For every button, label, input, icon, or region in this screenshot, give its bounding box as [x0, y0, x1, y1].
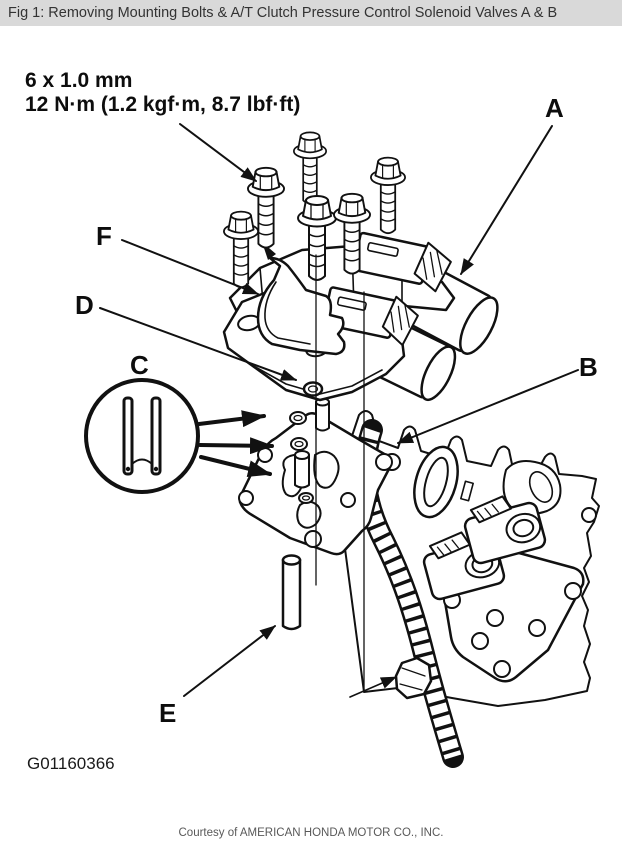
figure-title-bar: Fig 1: Removing Mounting Bolts & A/T Clu…: [0, 0, 622, 26]
detail-circle-c: [84, 378, 200, 494]
o-ring-d: [302, 381, 324, 397]
harness-clip: [394, 656, 433, 700]
dowel-pins-and-orings: [289, 397, 330, 504]
figure-title: Fig 1: Removing Mounting Bolts & A/T Clu…: [8, 5, 558, 21]
courtesy-line: Courtesy of AMERICAN HONDA MOTOR CO., IN…: [179, 827, 444, 839]
detail-arrow-c2: [198, 437, 274, 455]
callout-b: B: [579, 352, 598, 382]
housing-slot: [460, 480, 474, 502]
solenoid-connector-upper: [352, 231, 452, 293]
leader-arrow-a: [460, 125, 553, 275]
dowel-pin-e: [281, 554, 302, 631]
leader-arrow-b: [397, 369, 579, 444]
callout-d: D: [75, 290, 94, 320]
figure-id: G01160366: [27, 754, 115, 773]
connector-plug-upper: [463, 495, 547, 565]
callout-a: A: [545, 93, 564, 123]
torque-spec-arrow: [179, 123, 257, 182]
labels: 6 x 1.0 mm 12 N·m (1.2 kgf·m, 8.7 lbf·ft…: [25, 69, 598, 839]
leader-arrows: [99, 123, 579, 697]
torque-spec-line1: 6 x 1.0 mm: [25, 69, 132, 92]
leader-arrow-d: [99, 307, 297, 381]
detail-arrow-c1: [197, 410, 266, 428]
callout-e: E: [159, 698, 176, 728]
bolt-3: [369, 156, 407, 235]
alignment-lines: [315, 254, 397, 698]
leader-arrow-f: [121, 239, 259, 295]
callout-c: C: [130, 350, 149, 380]
torque-spec-line2: 12 N·m (1.2 kgf·m, 8.7 lbf·ft): [25, 93, 300, 116]
solenoid-valve-assembly: [222, 231, 499, 402]
leader-arrow-e: [183, 625, 276, 697]
harness-bracket: [256, 242, 346, 356]
gasket-bolt-holes: [238, 447, 393, 548]
callout-f: F: [96, 221, 112, 251]
bolt-2: [293, 131, 327, 205]
detail-arrow-c3: [199, 455, 272, 477]
